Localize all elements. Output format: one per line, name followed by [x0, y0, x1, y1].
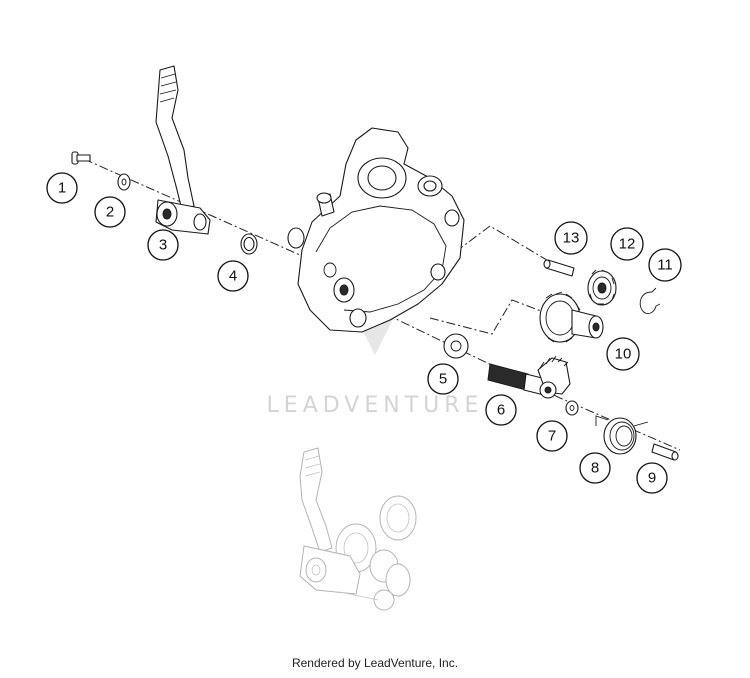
- callout-8: 8: [579, 452, 611, 484]
- callout-1: 1: [46, 172, 78, 204]
- seal-ring-part: [240, 233, 258, 255]
- callout-6: 6: [485, 394, 517, 426]
- circlip-part: [639, 287, 661, 314]
- kick-lever-part: [155, 65, 211, 235]
- callout-label: 7: [548, 428, 556, 445]
- callout-label: 2: [106, 204, 114, 221]
- callout-12: 12: [610, 227, 644, 261]
- callout-label: 13: [563, 230, 580, 247]
- callout-11: 11: [648, 248, 682, 282]
- callout-label: 8: [591, 460, 599, 477]
- callout-label: 5: [439, 371, 447, 388]
- callout-10: 10: [606, 337, 640, 371]
- intermediate-gear-part: [539, 291, 604, 343]
- callout-label: 6: [497, 402, 505, 419]
- callout-label: 12: [619, 236, 636, 253]
- callout-13: 13: [554, 221, 588, 255]
- kick-shaft-part: [487, 355, 571, 399]
- callout-3: 3: [147, 229, 179, 261]
- callout-label: 10: [615, 346, 632, 363]
- small-washer-part: [565, 400, 579, 416]
- washer-part: [117, 173, 131, 191]
- callout-2: 2: [94, 196, 126, 228]
- watermark-text: LEADVENTURE: [267, 393, 484, 418]
- callout-label: 1: [58, 180, 66, 197]
- kick-spring-part: [595, 415, 649, 455]
- callout-9: 9: [636, 462, 668, 494]
- footer-credit: Rendered by LeadVenture, Inc.: [291, 656, 459, 670]
- callout-label: 11: [657, 257, 673, 274]
- small-gear-part: [587, 269, 617, 306]
- callout-5: 5: [427, 363, 459, 395]
- pin-part: [651, 443, 679, 461]
- engine-cover-part: [287, 127, 465, 333]
- bolt-part: [71, 151, 91, 165]
- thrust-washer-part: [443, 333, 469, 359]
- assembled-overview: [299, 447, 417, 611]
- callout-4: 4: [217, 260, 249, 292]
- callout-label: 4: [229, 268, 237, 285]
- shaft-pin-part: [543, 259, 575, 277]
- callout-7: 7: [536, 420, 568, 452]
- callout-label: 9: [648, 470, 656, 487]
- callout-label: 3: [159, 237, 167, 254]
